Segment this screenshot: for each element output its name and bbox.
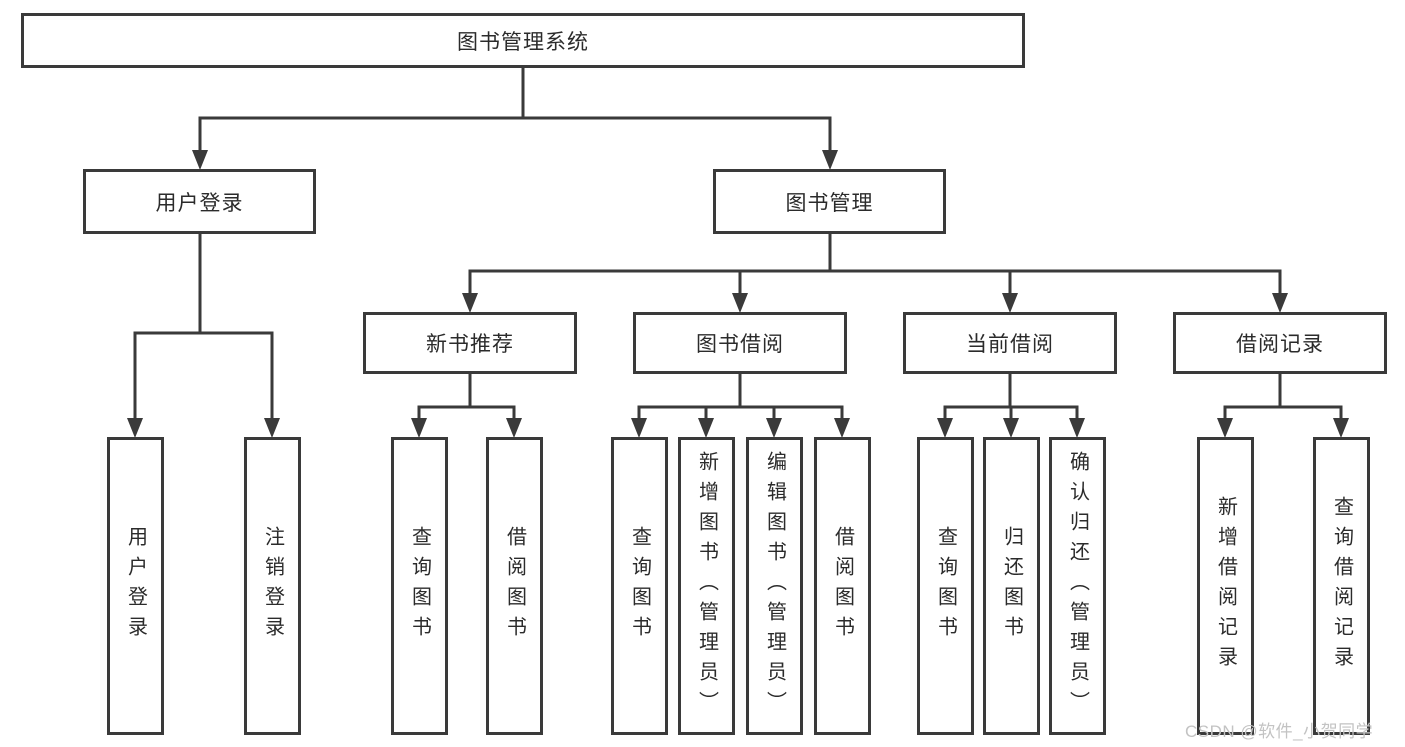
- leaf-return-books: 归还图书: [983, 437, 1040, 735]
- leaf-add-borrow-record: 新增借阅记录: [1197, 437, 1254, 735]
- leaf-label: 新增图书（管理员）: [695, 451, 718, 721]
- leaf-label: 归还图书: [1000, 526, 1023, 646]
- leaf-label: 查询图书: [628, 526, 651, 646]
- leaf-query-books-recommend: 查询图书: [391, 437, 448, 735]
- leaf-label: 编辑图书（管理员）: [763, 451, 786, 721]
- node-book-management: 图书管理: [713, 169, 946, 234]
- edges: [133, 68, 1343, 420]
- node-new-book-recommend: 新书推荐: [363, 312, 577, 374]
- arrowheads: [127, 150, 1349, 438]
- leaf-label: 新增借阅记录: [1214, 496, 1237, 676]
- leaf-add-books-admin: 新增图书（管理员）: [678, 437, 735, 735]
- leaf-edit-books-admin: 编辑图书（管理员）: [746, 437, 803, 735]
- node-current-borrow: 当前借阅: [903, 312, 1117, 374]
- node-book-borrow: 图书借阅: [633, 312, 847, 374]
- leaf-query-books-borrow: 查询图书: [611, 437, 668, 735]
- leaf-confirm-return-admin: 确认归还（管理员）: [1049, 437, 1106, 735]
- leaf-label: 查询借阅记录: [1330, 496, 1353, 676]
- node-user-login: 用户登录: [83, 169, 316, 234]
- leaf-user-login: 用户登录: [107, 437, 164, 735]
- node-borrow-records: 借阅记录: [1173, 312, 1387, 374]
- leaf-label: 用户登录: [124, 526, 147, 646]
- leaf-label: 查询图书: [934, 526, 957, 646]
- leaf-label: 借阅图书: [831, 526, 854, 646]
- leaf-label: 查询图书: [408, 526, 431, 646]
- node-library-management-system: 图书管理系统: [21, 13, 1025, 68]
- leaf-label: 借阅图书: [503, 526, 526, 646]
- csdn-watermark: CSDN @软件_小贺同学: [1185, 722, 1374, 741]
- leaf-query-borrow-record: 查询借阅记录: [1313, 437, 1370, 735]
- leaf-label: 注销登录: [261, 526, 284, 646]
- leaf-borrow-books-recommend: 借阅图书: [486, 437, 543, 735]
- leaf-query-books-current: 查询图书: [917, 437, 974, 735]
- leaf-label: 确认归还（管理员）: [1066, 451, 1089, 721]
- leaf-logout: 注销登录: [244, 437, 301, 735]
- leaf-borrow-books: 借阅图书: [814, 437, 871, 735]
